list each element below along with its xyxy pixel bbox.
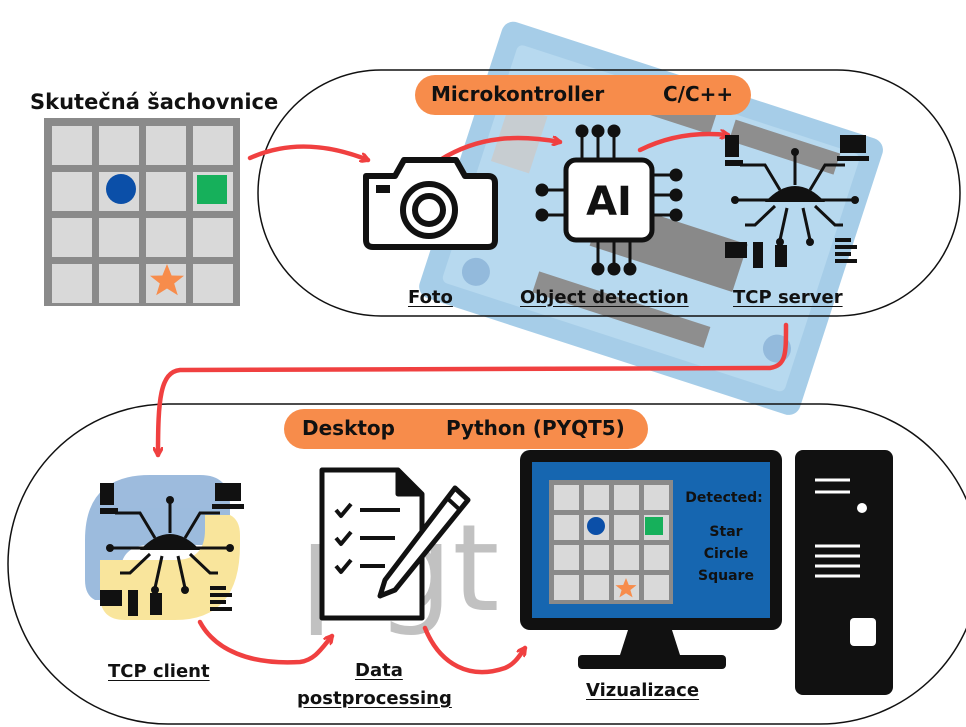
star-icon (150, 264, 184, 296)
desktop-title: Desktop (302, 416, 395, 440)
square-icon (197, 175, 227, 204)
board-cell (52, 264, 92, 303)
mini-board-cell (644, 545, 669, 570)
desktop-header-pill: Desktop Python (PYQT5) (284, 409, 648, 449)
circle-icon (106, 174, 136, 204)
microcontroller-header-pill: Microkontroller C/C++ (415, 75, 751, 115)
svg-text:AI: AI (586, 179, 632, 225)
board-cell (99, 264, 139, 303)
mini-board-cell (644, 485, 669, 510)
mini-board-cell (614, 515, 639, 540)
mini-star-icon (615, 578, 637, 598)
mini-board-cell (584, 485, 609, 510)
board-cell (52, 172, 92, 211)
step-vizualizace-label: Vizualizace (586, 680, 700, 701)
mini-board-cell (554, 575, 579, 600)
mini-board-cell (554, 545, 579, 570)
network-hub-icon (725, 135, 869, 268)
mini-board-cell (554, 485, 579, 510)
microcontroller-container (257, 69, 961, 317)
mini-board-cell (584, 545, 609, 570)
mini-board-cell (554, 515, 579, 540)
step-data-label-line2: postprocessing (297, 688, 452, 709)
step-foto-label: Foto (408, 287, 453, 308)
flow-arrows (158, 134, 789, 675)
board-cell (193, 218, 233, 257)
ai-chip-icon: AI (535, 124, 683, 276)
board-cell (52, 126, 92, 165)
monitor-icon: Detected: Star Circle Square (520, 450, 782, 669)
network-hub-icon (100, 483, 244, 616)
arrow-board-to-camera (247, 144, 368, 160)
arrow-camera-to-ai (437, 138, 560, 163)
step-tcp-client-label: TCP client (108, 661, 210, 682)
pc-tower-icon (795, 450, 893, 695)
desktop-container (7, 403, 966, 725)
board-cell (52, 218, 92, 257)
microcontroller-title: Microkontroller (431, 82, 605, 106)
arrow-server-to-client (158, 322, 789, 458)
document-pen-icon (319, 467, 471, 621)
board-cell (99, 218, 139, 257)
board-cell (99, 126, 139, 165)
detected-item: Star (709, 524, 742, 540)
detected-item: Square (698, 568, 754, 584)
mini-board-cell (614, 545, 639, 570)
mini-board-cell (614, 485, 639, 510)
board-cell (193, 264, 233, 303)
board-cell (146, 126, 186, 165)
mini-square-icon (645, 517, 663, 535)
step-object-detection-label: Object detection (520, 287, 689, 308)
camera-icon (363, 157, 498, 250)
board-cell (146, 172, 186, 211)
step-data-label-line1: Data (355, 660, 403, 681)
detected-item: Circle (704, 546, 749, 562)
mini-circle-icon (587, 517, 605, 535)
arrow-data-to-monitor (422, 625, 525, 675)
mini-board-cell (644, 575, 669, 600)
chessboard-title: Skutečná šachovnice (30, 90, 279, 114)
step-tcp-server-label: TCP server (733, 287, 843, 308)
chessboard (44, 118, 240, 306)
arrow-ai-to-server (637, 134, 728, 153)
desktop-language: Python (PYQT5) (446, 416, 625, 440)
arrow-client-to-data (197, 619, 332, 665)
microcontroller-language: C/C++ (663, 82, 734, 106)
mini-board-cell (584, 575, 609, 600)
detected-title: Detected: (685, 490, 762, 506)
board-cell (193, 126, 233, 165)
board-cell (146, 218, 186, 257)
